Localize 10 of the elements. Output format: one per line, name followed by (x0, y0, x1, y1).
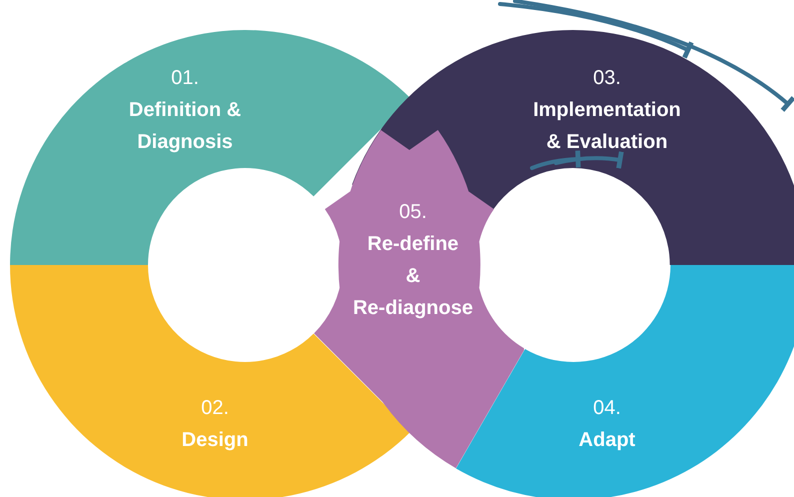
step-number: 03. (593, 66, 621, 90)
step-title: Definition & Diagnosis (128, 98, 242, 155)
step-number: 01. (171, 66, 199, 90)
step-number: 04. (593, 396, 621, 420)
step-title: Adapt (578, 428, 636, 453)
step-number: 05. (399, 200, 427, 224)
step-title: Re-define & Re-diagnose (352, 232, 474, 321)
step-number: 02. (201, 396, 229, 420)
step-title: Implementation & Evaluation (532, 98, 682, 155)
step-title: Design (180, 428, 250, 453)
